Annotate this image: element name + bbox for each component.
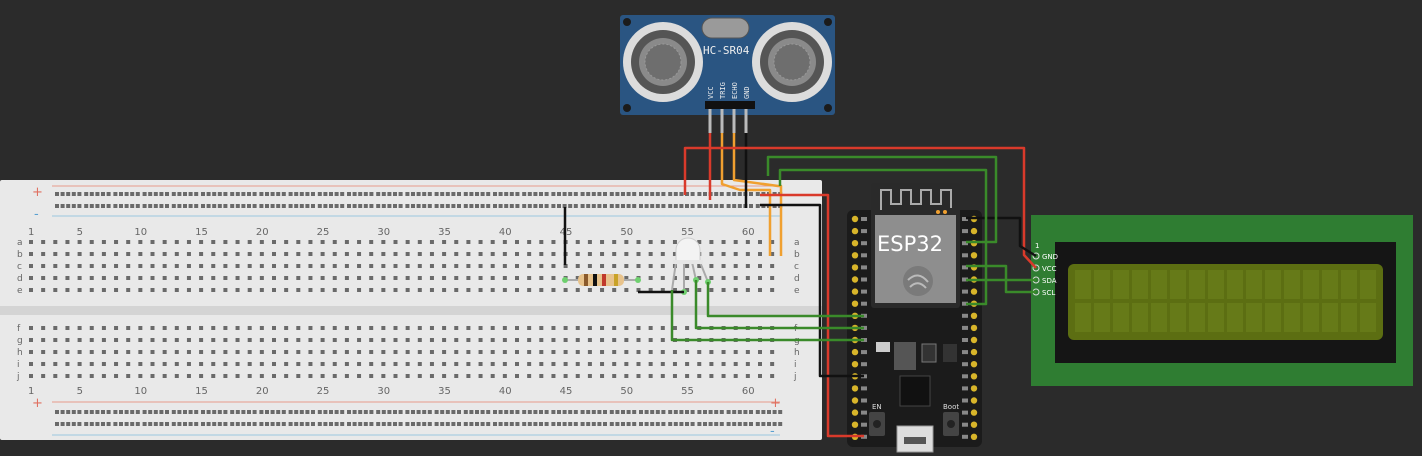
column-number: 55 [681, 227, 694, 238]
lcd-character-cells [1075, 270, 1376, 332]
column-number: 1 [28, 386, 34, 397]
column-number: 50 [620, 227, 633, 238]
column-number: 1 [28, 227, 34, 238]
row-letter: a [794, 238, 800, 248]
wire-green-top2 [778, 168, 988, 306]
row-letter: f [17, 324, 21, 334]
wire-echo [732, 133, 783, 256]
rail-plus-bottom-left: + [32, 396, 43, 411]
column-number: 60 [742, 227, 755, 238]
column-number: 40 [499, 386, 512, 397]
rail-minus-top: - [34, 207, 39, 222]
wire-green-scl [966, 264, 1036, 294]
wire-black-esp [760, 203, 864, 378]
column-number: 10 [134, 386, 147, 397]
resistor[interactable] [562, 274, 641, 286]
lcd-pin-scl: SCL [1042, 289, 1055, 297]
lcd-pin-vcc: VCC [1042, 265, 1057, 273]
row-letter: e [794, 286, 800, 296]
column-number: 20 [256, 227, 269, 238]
row-letter: c [794, 262, 799, 272]
column-number: 45 [560, 386, 573, 397]
row-letter: i [794, 360, 797, 370]
wire-trig [720, 133, 772, 256]
rail-plus-top: + [32, 185, 43, 200]
column-number: 25 [317, 227, 330, 238]
row-letter: c [17, 262, 22, 272]
column-number: 25 [317, 386, 330, 397]
row-letter: d [794, 274, 800, 284]
row-letter: j [16, 372, 20, 382]
column-number: 30 [377, 386, 390, 397]
sensor-name: HC-SR04 [703, 44, 750, 57]
sensor-pin-vcc: VCC [707, 86, 715, 99]
row-letter: a [17, 238, 23, 248]
row-letter: e [17, 286, 23, 296]
wire-green-led3 [670, 290, 864, 342]
lcd-pin-sda: SDA [1042, 277, 1057, 285]
wire-green-led1 [706, 282, 864, 318]
row-letter: h [17, 348, 23, 358]
esp32-devkit[interactable]: ESP32 EN Boot [847, 183, 982, 453]
sensor-pin-echo: ECHO [731, 82, 739, 99]
lcd-pin1-marker: 1 [1035, 242, 1039, 250]
column-number: 10 [134, 227, 147, 238]
row-letter: b [794, 250, 800, 260]
lcd-1602[interactable]: 1 GND VCC SDA SCL [1031, 215, 1413, 386]
row-letter: b [17, 250, 23, 260]
rail-minus-bottom: - [770, 424, 775, 439]
column-number: 35 [438, 386, 451, 397]
column-number: 55 [681, 386, 694, 397]
wire-black-lcd [966, 216, 1037, 258]
row-letter: g [17, 336, 23, 346]
rail-plus-bottom: + [770, 396, 781, 411]
sensor-pin-gnd: GND [743, 86, 751, 99]
row-letter: h [794, 348, 800, 358]
column-number: 40 [499, 227, 512, 238]
column-number: 35 [438, 227, 451, 238]
en-button-label: EN [872, 403, 882, 411]
row-letter: j [793, 372, 797, 382]
column-number: 50 [620, 386, 633, 397]
column-number: 15 [195, 386, 208, 397]
row-letter: i [17, 360, 20, 370]
lcd-pin-gnd: GND [1042, 253, 1058, 261]
hc-sr04-sensor[interactable]: HC-SR04 VCC TRIG ECHO GND [620, 15, 835, 133]
wires[interactable] [563, 133, 1037, 438]
wire-red-top [683, 146, 1037, 269]
column-number: 5 [77, 386, 83, 397]
wire-green-led2 [694, 280, 864, 330]
sensor-pin-trig: TRIG [719, 82, 727, 99]
esp32-title: ESP32 [877, 232, 943, 256]
row-letter: d [17, 274, 23, 284]
column-number: 15 [195, 227, 208, 238]
column-number: 5 [77, 227, 83, 238]
column-number: 60 [742, 386, 755, 397]
boot-button-label: Boot [943, 403, 959, 411]
column-number: 20 [256, 386, 269, 397]
column-number: 30 [377, 227, 390, 238]
